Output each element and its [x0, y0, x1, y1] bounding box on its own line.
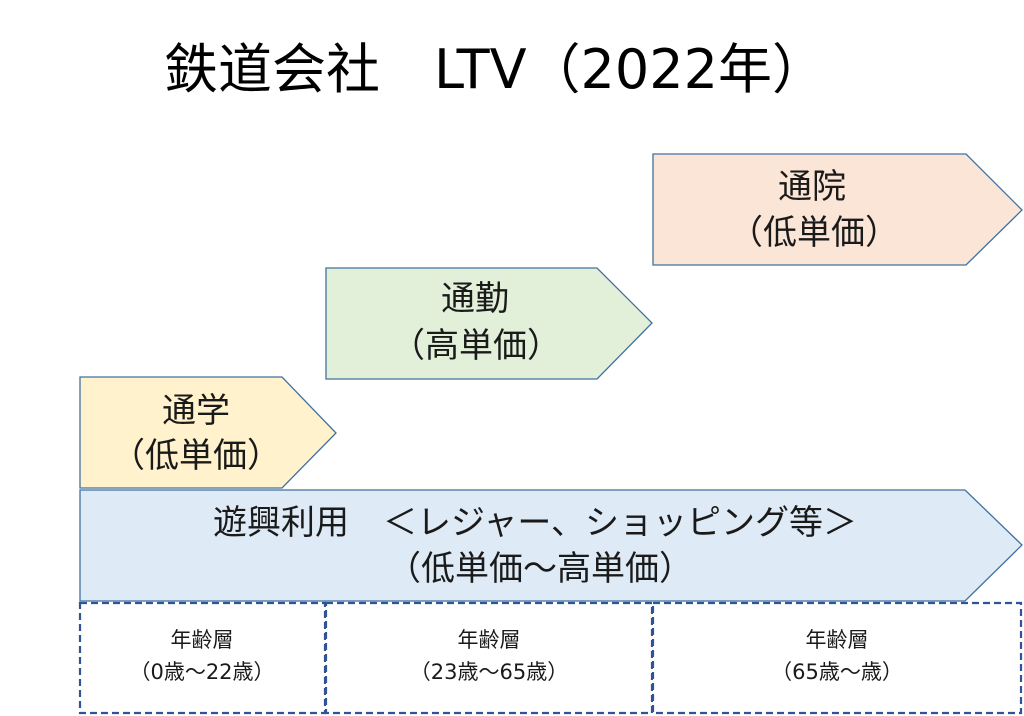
age-group-0-label: 年齢層	[171, 628, 234, 652]
arrow-school-price: （低単価）	[111, 436, 281, 476]
diagram-title: 鉄道会社 LTV（2022年）	[164, 38, 826, 101]
age-group-2: 年齢層 （65歳～歳）	[651, 601, 1023, 715]
arrow-commute: 通勤 （高単価）	[325, 267, 653, 380]
age-group-1-range: （23歳～65歳）	[410, 660, 568, 684]
age-group-1: 年齢層 （23歳～65歳）	[324, 601, 654, 715]
arrow-commute-title: 通勤	[441, 279, 509, 319]
arrow-leisure-title: 遊興利用 ＜レジャー、ショッピング等＞	[213, 503, 857, 543]
arrow-school: 通学 （低単価）	[79, 376, 337, 489]
arrow-leisure-price: （低単価～高単価）	[387, 549, 693, 589]
arrow-hospital-title: 通院	[778, 167, 846, 207]
arrow-leisure: 遊興利用 ＜レジャー、ショッピング等＞ （低単価～高単価）	[79, 489, 1023, 602]
arrow-hospital: 通院 （低単価）	[652, 153, 1023, 266]
age-group-2-label: 年齢層	[806, 628, 869, 652]
age-group-1-box	[324, 601, 654, 715]
age-group-0-range: （0歳～22歳）	[129, 660, 274, 684]
age-group-2-box	[651, 601, 1023, 715]
arrow-school-shape	[79, 376, 337, 489]
arrow-commute-price: （高単価）	[391, 326, 561, 366]
arrow-hospital-shape	[652, 153, 1023, 266]
age-group-0: 年齢層 （0歳～22歳）	[78, 601, 327, 715]
age-group-0-box	[78, 601, 327, 715]
arrow-hospital-price: （低単価）	[729, 213, 899, 253]
age-group-2-range: （65歳～歳）	[771, 660, 903, 684]
arrow-commute-shape	[325, 267, 653, 380]
arrow-school-title: 通学	[162, 391, 230, 431]
age-group-1-label: 年齢層	[458, 628, 521, 652]
arrow-leisure-shape	[79, 489, 1023, 602]
